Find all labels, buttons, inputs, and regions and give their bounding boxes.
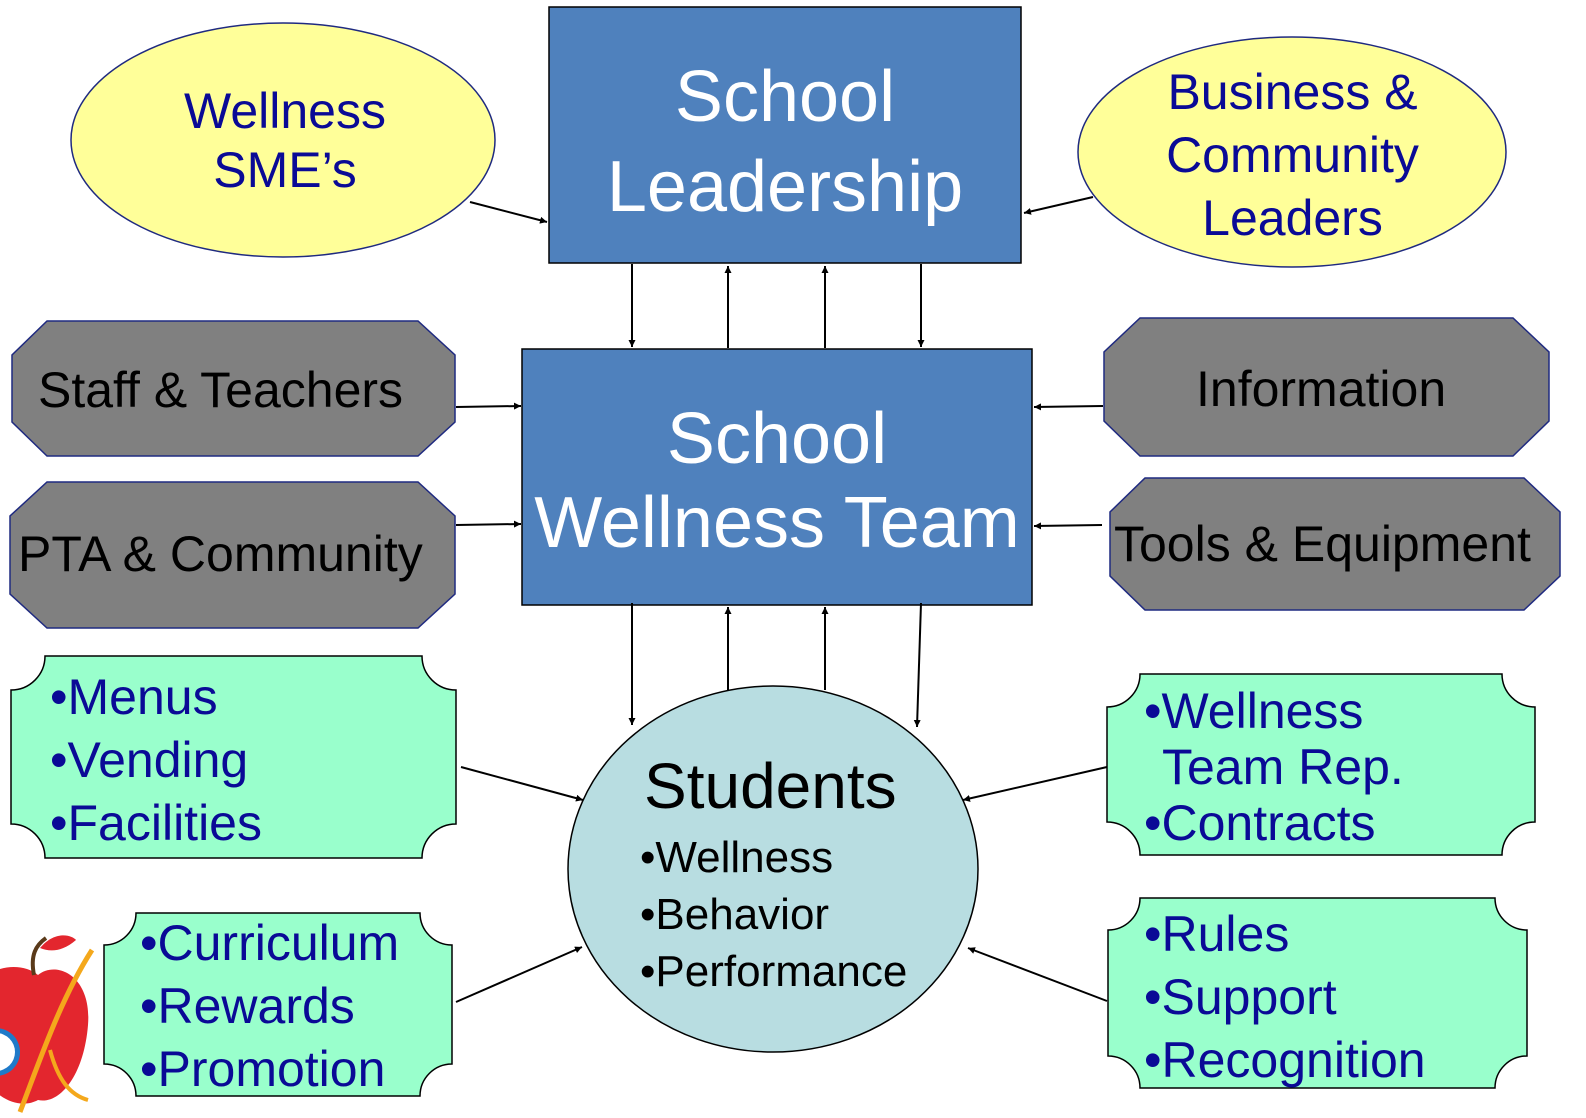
business-leaders-line-3: Leaders (1202, 190, 1383, 246)
arrow-team-to-students-2 (913, 602, 922, 728)
staff-teachers-octagon (11, 320, 456, 457)
staff-teachers-label: Staff & Teachers (38, 362, 404, 418)
team-rep-plaque (1106, 673, 1536, 856)
business-leaders-line-2: Community (1166, 127, 1419, 183)
arrow-staff-to-team (455, 402, 522, 410)
school-leadership-box (548, 6, 1022, 264)
support-item: •Support (1144, 969, 1337, 1025)
tools-equipment-octagon (1109, 477, 1561, 611)
students-circle (567, 685, 979, 1053)
information-label: Information (1196, 361, 1447, 417)
business-leaders-oval (1077, 36, 1507, 268)
school-wellness-team-line-1: School (666, 399, 888, 479)
arrow-smes-to-leadership (469, 201, 548, 224)
team-rep-list: •Wellness Team Rep. •Contracts (1144, 683, 1404, 851)
contracts-item: •Contracts (1144, 795, 1376, 851)
business-leaders-line-1: Business & (1167, 64, 1418, 120)
students-list: •Wellness •Behavior •Performance (640, 829, 907, 1000)
school-leadership-label: School Leadership (549, 52, 1021, 232)
student-wellness-item: •Wellness (640, 833, 834, 882)
arrow-curriculum-to-students (455, 946, 583, 1003)
wellness-smes-line-1: Wellness (184, 83, 386, 139)
vending-item: •Vending (50, 732, 249, 788)
menus-plaque (10, 655, 457, 859)
pta-community-octagon (9, 481, 456, 629)
team-rep-item: Team Rep. (1162, 739, 1404, 795)
arrow-information-to-team (1033, 403, 1104, 411)
arrow-team-rep-to-students (962, 766, 1108, 802)
wellness-smes-label: Wellness SME’s (140, 82, 430, 200)
rewards-item: •Rewards (140, 978, 355, 1034)
school-leadership-line-1: School (674, 57, 896, 137)
arrow-business-to-leadership (1023, 196, 1094, 215)
student-behavior-item: •Behavior (640, 890, 830, 939)
pta-community-label: PTA & Community (18, 526, 423, 582)
school-wellness-team-label: School Wellness Team (522, 397, 1032, 565)
rules-plaque (1107, 897, 1528, 1089)
arrow-rules-to-students (967, 947, 1108, 1002)
rules-item: •Rules (1144, 906, 1290, 962)
curriculum-item: •Curriculum (140, 915, 400, 971)
wellness-smes-oval (70, 22, 496, 258)
recognition-item: •Recognition (1144, 1032, 1426, 1088)
information-octagon (1103, 317, 1550, 457)
student-performance-item: •Performance (640, 947, 908, 996)
menus-item: •Menus (50, 669, 218, 725)
promotion-item: •Promotion (140, 1041, 386, 1097)
arrow-pta-to-team (455, 520, 522, 528)
facilities-item: •Facilities (50, 795, 262, 851)
arrow-menus-to-students (460, 766, 584, 802)
menus-list: •Menus •Vending •Facilities (50, 666, 262, 855)
rules-list: •Rules •Support •Recognition (1144, 903, 1426, 1092)
business-leaders-label: Business & Community Leaders (1120, 61, 1465, 250)
wellness-smes-line-2: SME’s (213, 142, 357, 198)
tools-equipment-label: Tools & Equipment (1114, 516, 1531, 572)
apple-logo-icon (0, 935, 95, 1113)
curriculum-list: •Curriculum •Rewards •Promotion (140, 912, 399, 1101)
arrow-tools-to-team (1033, 522, 1103, 530)
wellness-item: •Wellness (1144, 683, 1364, 739)
school-wellness-team-line-2: Wellness Team (534, 483, 1020, 563)
school-wellness-team-box (521, 348, 1033, 606)
curriculum-plaque (103, 912, 453, 1097)
students-title: Students (644, 750, 897, 822)
school-leadership-line-2: Leadership (606, 147, 964, 227)
